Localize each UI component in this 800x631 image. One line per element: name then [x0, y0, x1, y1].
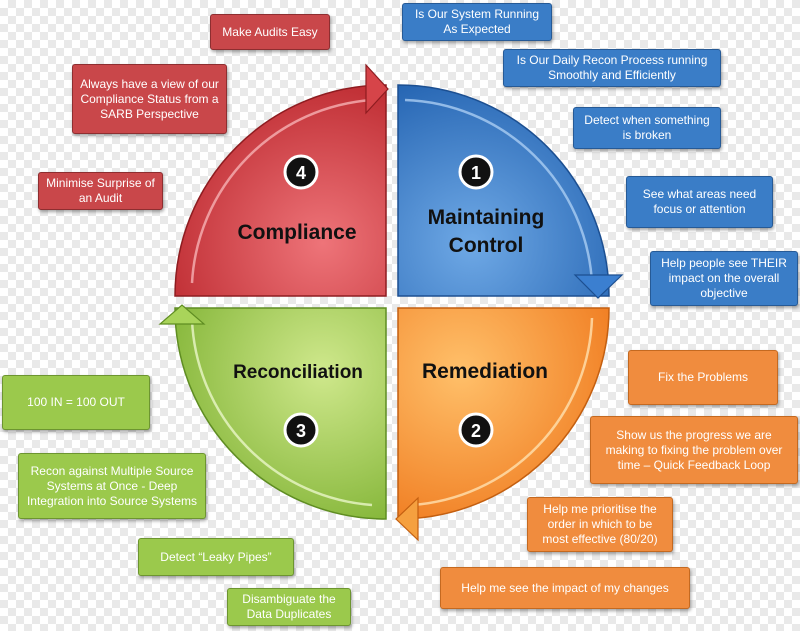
quadrant-compliance	[174, 84, 387, 297]
callout-areas-need-focus: See what areas need focus or attention	[626, 176, 773, 228]
callout-fix-problems: Fix the Problems	[628, 350, 778, 405]
callout-system-running: Is Our System Running As Expected	[402, 3, 552, 41]
callout-100-in-100-out: 100 IN = 100 OUT	[2, 375, 150, 430]
label-reconciliation: Reconciliation	[233, 362, 363, 383]
callout-make-audits-easy: Make Audits Easy	[210, 14, 330, 50]
callout-progress-feedback: Show us the progress we are making to fi…	[590, 416, 798, 484]
badge-4: 4	[283, 154, 319, 190]
arrowhead-blue	[573, 274, 624, 299]
callout-compliance-status-view: Always have a view of our Compliance Sta…	[72, 64, 227, 134]
callout-daily-recon-smooth: Is Our Daily Recon Process running Smoot…	[503, 49, 721, 87]
arrowhead-red	[365, 63, 389, 115]
badge-3-number: 3	[296, 421, 306, 441]
callout-multiple-sources: Recon against Multiple Source Systems at…	[18, 453, 206, 519]
callout-detect-broken: Detect when something is broken	[573, 107, 721, 149]
callout-prioritise-order: Help me prioritise the order in which to…	[527, 497, 673, 552]
arrowhead-orange	[395, 496, 419, 542]
badge-1: 1	[458, 154, 494, 190]
callout-minimise-surprise: Minimise Surprise of an Audit	[38, 172, 163, 210]
badge-1-number: 1	[471, 163, 481, 183]
badge-3: 3	[283, 412, 319, 448]
label-compliance: Compliance	[237, 221, 356, 244]
badge-2-number: 2	[471, 421, 481, 441]
callout-impact-objective: Help people see THEIR impact on the over…	[650, 251, 798, 306]
callout-leaky-pipes: Detect “Leaky Pipes”	[138, 538, 294, 576]
label-control: Control	[449, 234, 524, 257]
arrowhead-green	[158, 304, 206, 325]
quadrant-reconciliation	[174, 307, 387, 520]
callout-disambiguate-duplicates: Disambiguate the Data Duplicates	[227, 588, 351, 626]
label-maintaining: Maintaining	[428, 206, 545, 229]
label-remediation: Remediation	[422, 360, 548, 383]
callout-impact-changes: Help me see the impact of my changes	[440, 567, 690, 609]
badge-4-number: 4	[296, 163, 306, 183]
quadrant-maintaining-control	[397, 84, 610, 297]
quadrant-remediation	[397, 307, 610, 520]
badge-2: 2	[458, 412, 494, 448]
